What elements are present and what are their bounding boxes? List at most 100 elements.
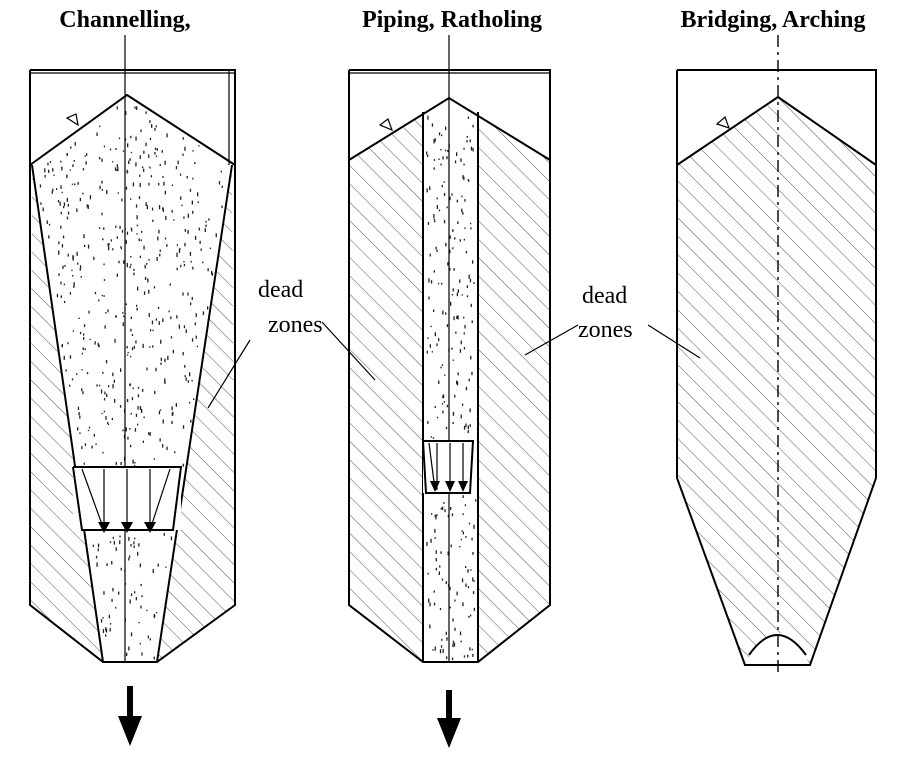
material-dot [189, 251, 192, 256]
material-dot [105, 360, 108, 364]
flow-arrow-icon [458, 481, 468, 492]
material-dot [82, 391, 84, 395]
material-dot [88, 426, 91, 429]
material-dot [436, 205, 438, 209]
material-dot [449, 249, 451, 254]
material-dot [173, 219, 175, 221]
material-dot [120, 247, 122, 250]
down-arrow-icon [437, 690, 461, 748]
material-dot [171, 406, 173, 411]
material-dot [441, 403, 444, 405]
material-dot [162, 318, 164, 322]
material-dot [467, 654, 469, 658]
material-dot [149, 638, 151, 641]
material-dot [108, 243, 110, 246]
material-dot [61, 166, 63, 171]
material-dot [64, 264, 66, 267]
material-dot [153, 656, 155, 660]
material-dot [446, 156, 448, 160]
material-dot [190, 302, 192, 306]
material-dot [116, 273, 118, 277]
material-dot [129, 599, 131, 604]
material-dot [130, 355, 132, 358]
material-dot [192, 266, 194, 270]
material-dot [442, 156, 444, 160]
material-dot [459, 349, 462, 353]
material-dot [102, 371, 104, 374]
material-dot [446, 206, 448, 209]
material-dot [461, 530, 463, 532]
material-dot [153, 613, 155, 619]
material-dot [66, 174, 68, 179]
material-dot [459, 545, 461, 548]
material-dot [153, 458, 155, 460]
material-dot [69, 384, 71, 387]
material-dot [133, 272, 135, 276]
material-dot [442, 310, 444, 315]
material-dot [127, 171, 129, 173]
material-dot [96, 562, 98, 567]
material-dot [427, 115, 429, 120]
material-dot [122, 322, 124, 327]
material-dot [197, 201, 199, 204]
material-dot [461, 208, 463, 213]
material-dot [147, 635, 149, 639]
material-dot [129, 428, 131, 430]
material-dot [427, 572, 429, 575]
material-dot [444, 374, 446, 376]
material-dot [113, 379, 115, 383]
material-dot [468, 378, 470, 382]
material-dot [122, 312, 124, 314]
material-dot [190, 419, 192, 423]
material-dot [471, 648, 473, 651]
material-dot [159, 438, 161, 442]
material-dot [87, 429, 90, 432]
material-dot [143, 150, 145, 154]
material-dot [158, 410, 161, 415]
material-dot [460, 414, 462, 419]
material-dot [190, 260, 192, 263]
material-dot [186, 175, 188, 179]
material-dot [157, 306, 160, 309]
material-dot [439, 608, 442, 611]
material-dot [103, 227, 105, 230]
material-dot [441, 282, 443, 285]
material-dot [103, 295, 105, 297]
material-dot [431, 123, 434, 127]
material-dot [133, 545, 135, 549]
material-dot [134, 428, 137, 432]
material-dot [109, 623, 112, 625]
material-dot [137, 386, 140, 389]
material-dot [53, 174, 55, 176]
material-dot [125, 303, 127, 305]
material-dot [171, 412, 173, 416]
material-dot [467, 430, 469, 434]
material-dot [426, 151, 428, 155]
material-dot [107, 421, 109, 424]
material-dot [433, 602, 436, 606]
material-dot [451, 294, 454, 296]
silo-3-hatched-bulk [677, 97, 876, 665]
material-dot [198, 227, 200, 231]
material-dot [52, 188, 54, 192]
material-dot [473, 580, 475, 582]
material-dot [107, 243, 109, 247]
material-dot [464, 504, 467, 507]
material-dot [79, 268, 81, 271]
material-dot [116, 169, 118, 172]
material-dot [130, 412, 132, 415]
material-dot [152, 568, 154, 574]
material-dot [101, 294, 104, 297]
material-dot [60, 295, 62, 298]
material-dot [66, 153, 68, 156]
material-dot [80, 276, 82, 278]
material-dot [67, 253, 69, 257]
material-dot [77, 262, 79, 265]
material-dot [192, 177, 194, 180]
material-dot [60, 281, 62, 285]
material-dot [432, 437, 435, 439]
material-dot [443, 401, 445, 403]
material-dot [200, 248, 202, 251]
material-dot [106, 563, 108, 566]
material-dot [184, 146, 186, 151]
